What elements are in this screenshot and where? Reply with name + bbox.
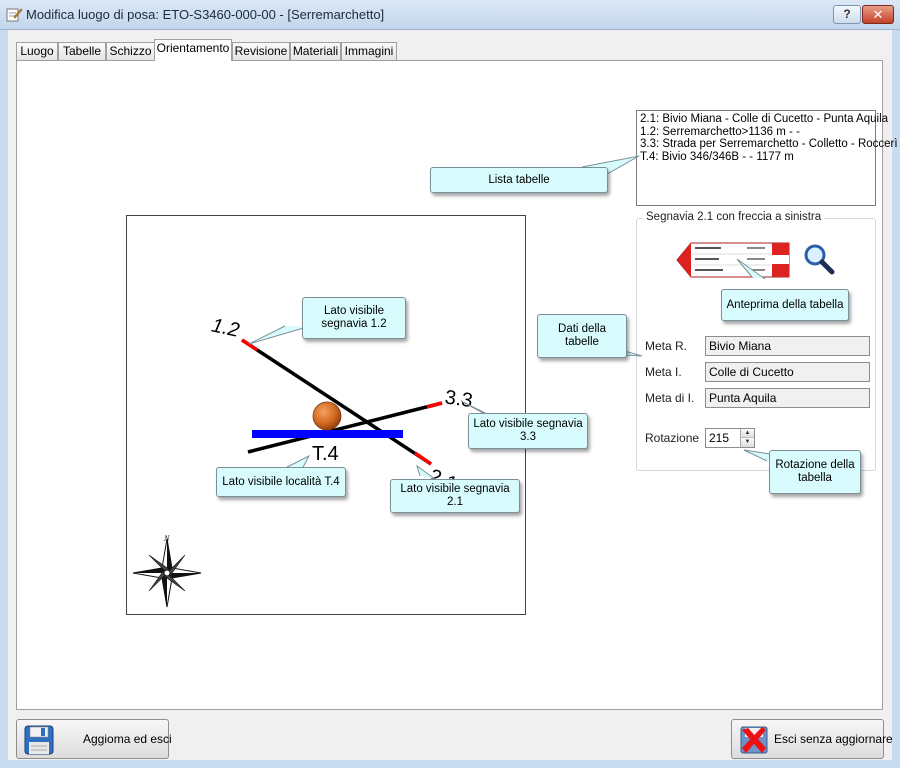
tab-orientamento[interactable]: Orientamento	[154, 39, 232, 61]
rotation-spinner[interactable]: 215 ▲ ▼	[705, 428, 755, 448]
tab-luogo[interactable]: Luogo	[16, 42, 58, 60]
window-title: Modifica luogo di posa: ETO-S3460-000-00…	[26, 7, 385, 22]
exit-without-update-button[interactable]: Esci senza aggiornare	[731, 719, 893, 759]
list-item[interactable]: 3.3: Strada per Serremarchetto - Collett…	[640, 138, 898, 150]
signpost-2-1-visible-side	[414, 451, 432, 466]
rotation-label: Rotazione	[645, 431, 700, 445]
signpost-listbox[interactable]: 2.1: Bivio Miana - Colle di Cucetto - Pu…	[636, 110, 898, 206]
signpost-1-2-visible-side	[241, 338, 258, 352]
update-and-exit-label: Aggioma ed esci	[83, 732, 172, 746]
list-item[interactable]: T.4: Bivio 346/346B - - 1177 m	[640, 150, 794, 163]
meta-di-i-label: Meta di I.	[645, 391, 695, 405]
callout-dati-tabelle: Dati della tabelle	[537, 314, 627, 358]
callout-lato-t4: Lato visibile località T.4	[216, 467, 346, 497]
signpost-1-2[interactable]	[241, 338, 432, 466]
meta-r-field[interactable]: Bivio Miana	[705, 336, 870, 356]
center-ball[interactable]	[312, 401, 342, 431]
orientation-panel: 1.2 3.3 2.1 T.4 N 2.1: Bivio Miana - Col…	[16, 60, 898, 710]
cancel-icon	[740, 726, 768, 754]
tab-materiali[interactable]: Materiali	[290, 42, 341, 60]
tab-tabelle[interactable]: Tabelle	[58, 42, 106, 60]
tab-immagini[interactable]: Immagini	[341, 42, 397, 60]
title-bar: Modifica luogo di posa: ETO-S3460-000-00…	[0, 0, 900, 30]
meta-i-label: Meta I.	[645, 365, 682, 379]
exit-without-update-label: Esci senza aggiornare	[774, 732, 893, 746]
update-and-exit-button[interactable]: Aggioma ed esci	[16, 719, 172, 759]
list-item[interactable]: 2.1: Bivio Miana - Colle di Cucetto - Pu…	[640, 113, 889, 125]
tab-schizzo[interactable]: Schizzo	[106, 42, 155, 60]
signpost-3-3-line	[247, 401, 443, 454]
meta-i-field[interactable]: Colle di Cucetto	[705, 362, 870, 382]
sign-preview-image[interactable]	[676, 242, 790, 278]
callout-anteprima: Anteprima della tabella	[721, 289, 849, 321]
group-legend: Segnavia 2.1 con freccia a sinistra	[643, 211, 825, 223]
orientation-canvas[interactable]: 1.2 3.3 2.1 T.4 N	[126, 215, 526, 615]
locality-t4-bar[interactable]	[252, 430, 403, 438]
edit-icon	[6, 8, 23, 22]
help-button[interactable]: ?	[833, 5, 861, 24]
callout-rotazione: Rotazione della tabella	[769, 450, 861, 494]
list-item[interactable]: 1.2: Serremarchetto>1136 m - -	[640, 125, 800, 138]
tab-revisione[interactable]: Revisione	[232, 42, 290, 60]
callout-lato-33: Lato visibile segnavia 3.3	[468, 413, 588, 449]
signpost-details-group: Segnavia 2.1 con freccia a sinistra Met	[636, 211, 876, 471]
meta-r-label: Meta R.	[645, 339, 688, 353]
signpost-3-3-visible-side	[426, 401, 443, 409]
spin-up-icon[interactable]: ▲	[740, 429, 754, 438]
spin-down-icon[interactable]: ▼	[740, 438, 754, 447]
callout-lato-21: Lato visibile segnavia 2.1	[390, 479, 520, 513]
dialog-body: Luogo Tabelle Schizzo Orientamento Revis…	[8, 30, 898, 760]
callout-lista-tabelle: Lista tabelle	[430, 167, 608, 193]
rotation-value: 215	[709, 431, 730, 445]
magnifier-icon[interactable]	[803, 243, 835, 275]
label-1-2: 1.2	[210, 314, 242, 341]
compass-north-label: N	[163, 534, 170, 543]
label-t4: T.4	[312, 443, 339, 465]
callout-lato-12: Lato visibile segnavia 1.2	[302, 297, 406, 339]
compass-rose-icon	[132, 538, 202, 608]
meta-di-i-field[interactable]: Punta Aquila	[705, 388, 870, 408]
label-3-3: 3.3	[443, 386, 474, 412]
floppy-disk-icon	[24, 725, 54, 755]
close-button[interactable]: ✕	[862, 5, 894, 24]
signpost-3-3[interactable]	[247, 401, 443, 454]
signpost-1-2-line	[241, 338, 432, 466]
